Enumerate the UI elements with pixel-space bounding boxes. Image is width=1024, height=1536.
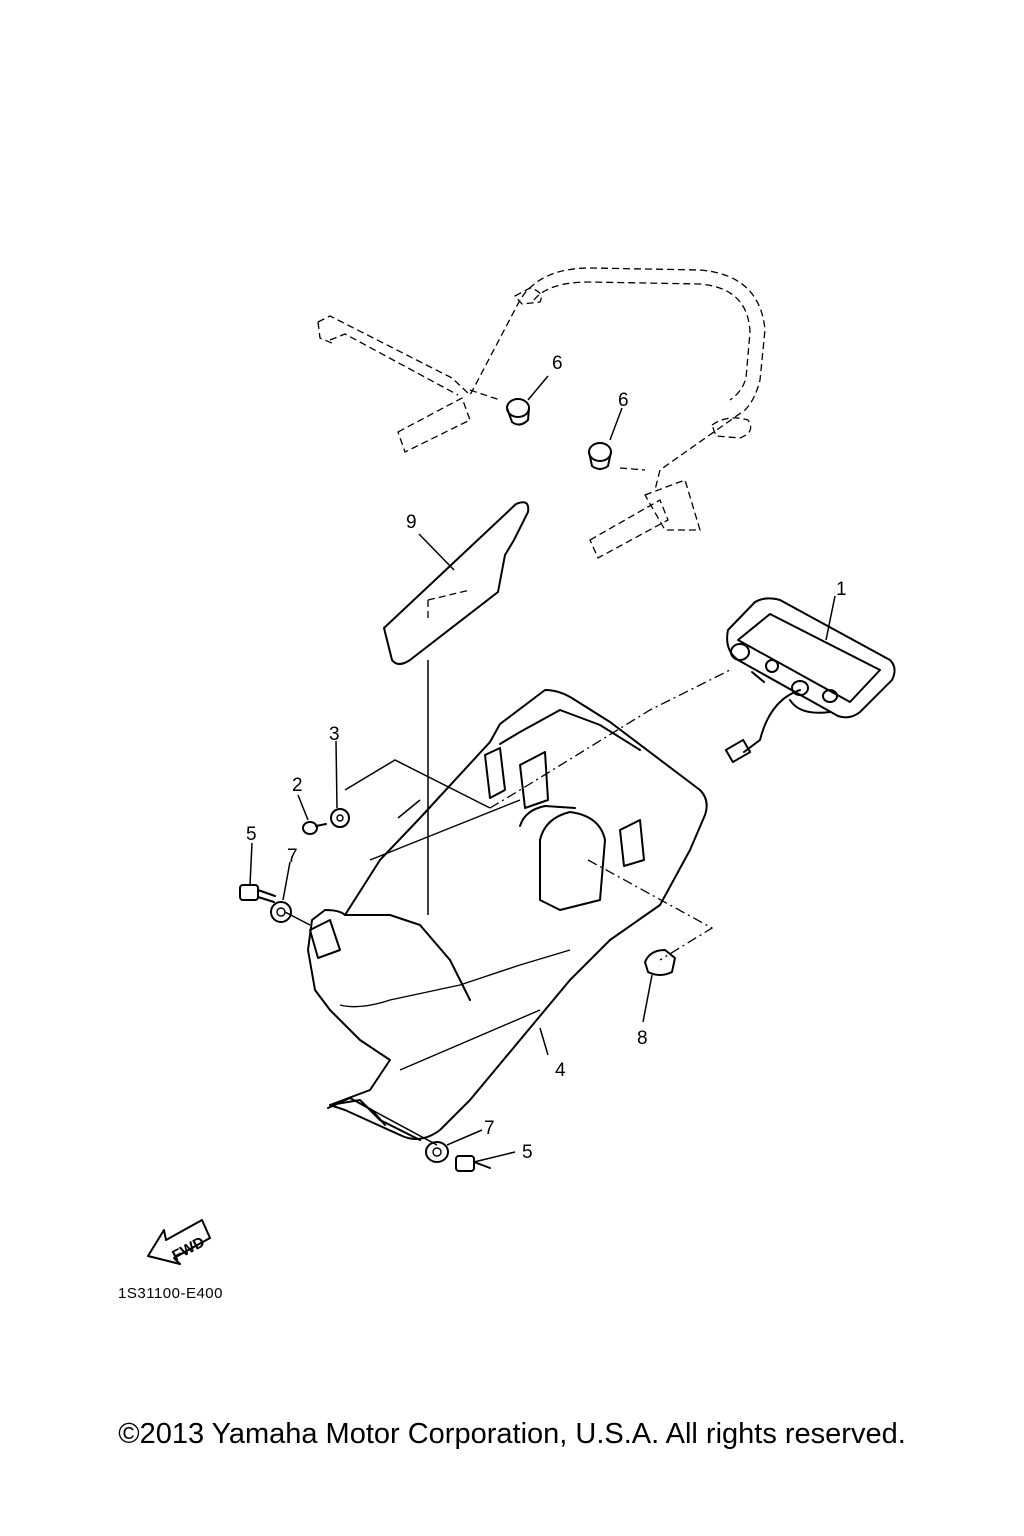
damper-right <box>588 442 612 470</box>
collar-7-upper <box>270 901 292 923</box>
callout-leaders <box>249 375 836 1163</box>
callout-3: 3 <box>329 724 340 745</box>
callout-7-upper: 7 <box>287 846 298 867</box>
bolt-5-lower <box>455 1155 491 1172</box>
collar-7-lower <box>425 1141 449 1163</box>
fwd-label: FWD <box>169 1234 207 1265</box>
grab-bar-frame <box>317 267 766 559</box>
callout-2: 2 <box>292 775 303 796</box>
damper-left <box>506 398 530 426</box>
callout-6-right: 6 <box>618 390 629 411</box>
washer-3 <box>330 808 350 828</box>
diagram-code: 1S31100-E400 <box>118 1285 223 1302</box>
callout-9: 9 <box>406 512 417 533</box>
fwd-arrow-icon: FWD <box>147 1219 211 1265</box>
rear-fender <box>307 689 708 1141</box>
callout-5-upper: 5 <box>246 824 257 845</box>
callout-4: 4 <box>555 1060 566 1081</box>
assembly-lines <box>284 660 731 1146</box>
screw-2 <box>302 821 327 835</box>
seal-pad <box>383 501 530 665</box>
clip-8 <box>644 949 676 976</box>
callout-1: 1 <box>836 579 847 600</box>
callout-8: 8 <box>637 1028 648 1049</box>
callout-5-lower: 5 <box>522 1142 533 1163</box>
tail-light <box>724 597 896 764</box>
callout-7-lower: 7 <box>484 1118 495 1139</box>
copyright-notice: ©2013 Yamaha Motor Corporation, U.S.A. A… <box>118 1418 906 1450</box>
callout-6-left: 6 <box>552 353 563 374</box>
bolt-5-upper <box>239 884 276 903</box>
